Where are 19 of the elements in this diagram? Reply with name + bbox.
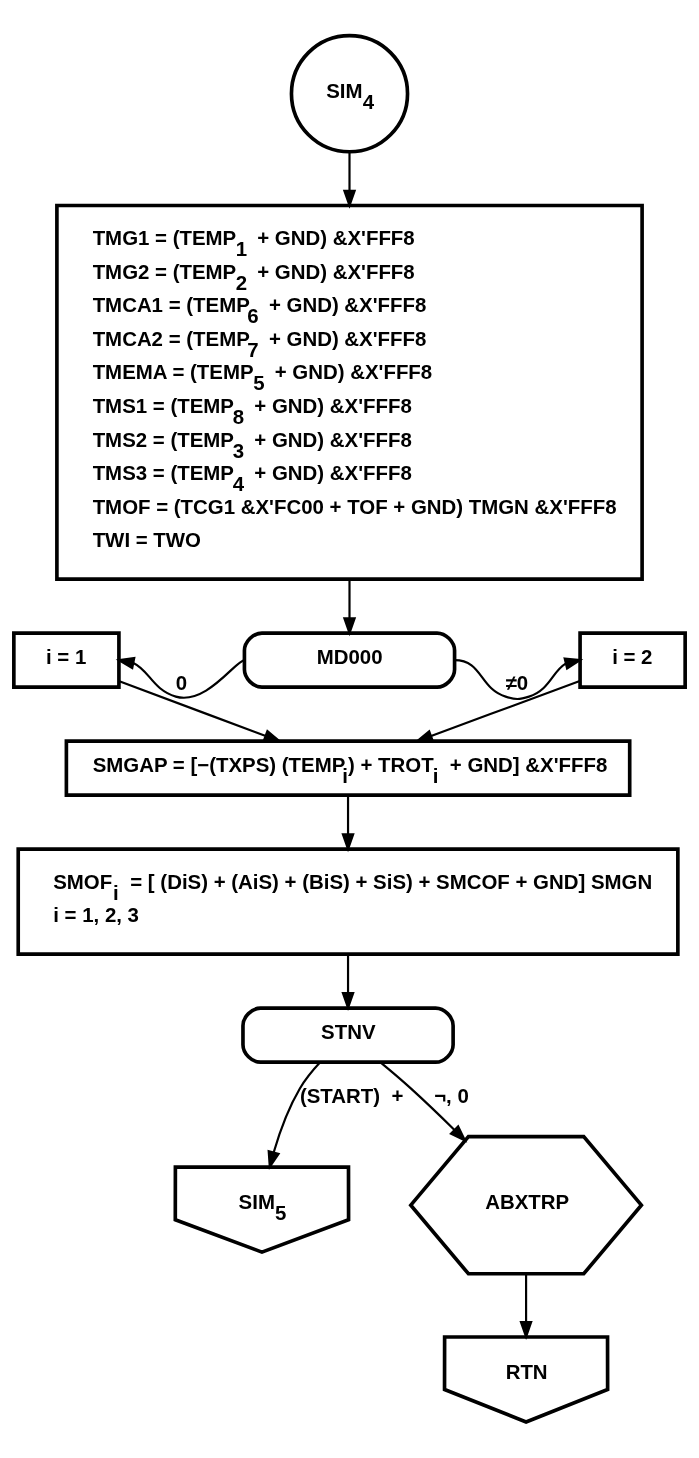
edge-label: (START) + (299, 1085, 404, 1108)
node-box: i = 1 (12, 631, 121, 689)
node-box: STNV (241, 1006, 455, 1064)
node-box: MD000 (242, 631, 457, 689)
edge-label: ¬, 0 (434, 1085, 469, 1108)
arrow (342, 579, 357, 637)
arrow (341, 795, 355, 853)
arrow (519, 1274, 533, 1340)
edge-label: ≠0 (505, 671, 529, 694)
arrow (342, 152, 357, 209)
arrow (454, 657, 584, 701)
arrow (267, 1061, 321, 1170)
arrow (414, 680, 581, 743)
arrow (118, 680, 283, 743)
arrow (341, 954, 355, 1012)
arrow (379, 1061, 468, 1143)
node-box: i = 2 (578, 631, 687, 689)
arrow (115, 656, 245, 699)
edge-label: 0 (175, 671, 188, 694)
